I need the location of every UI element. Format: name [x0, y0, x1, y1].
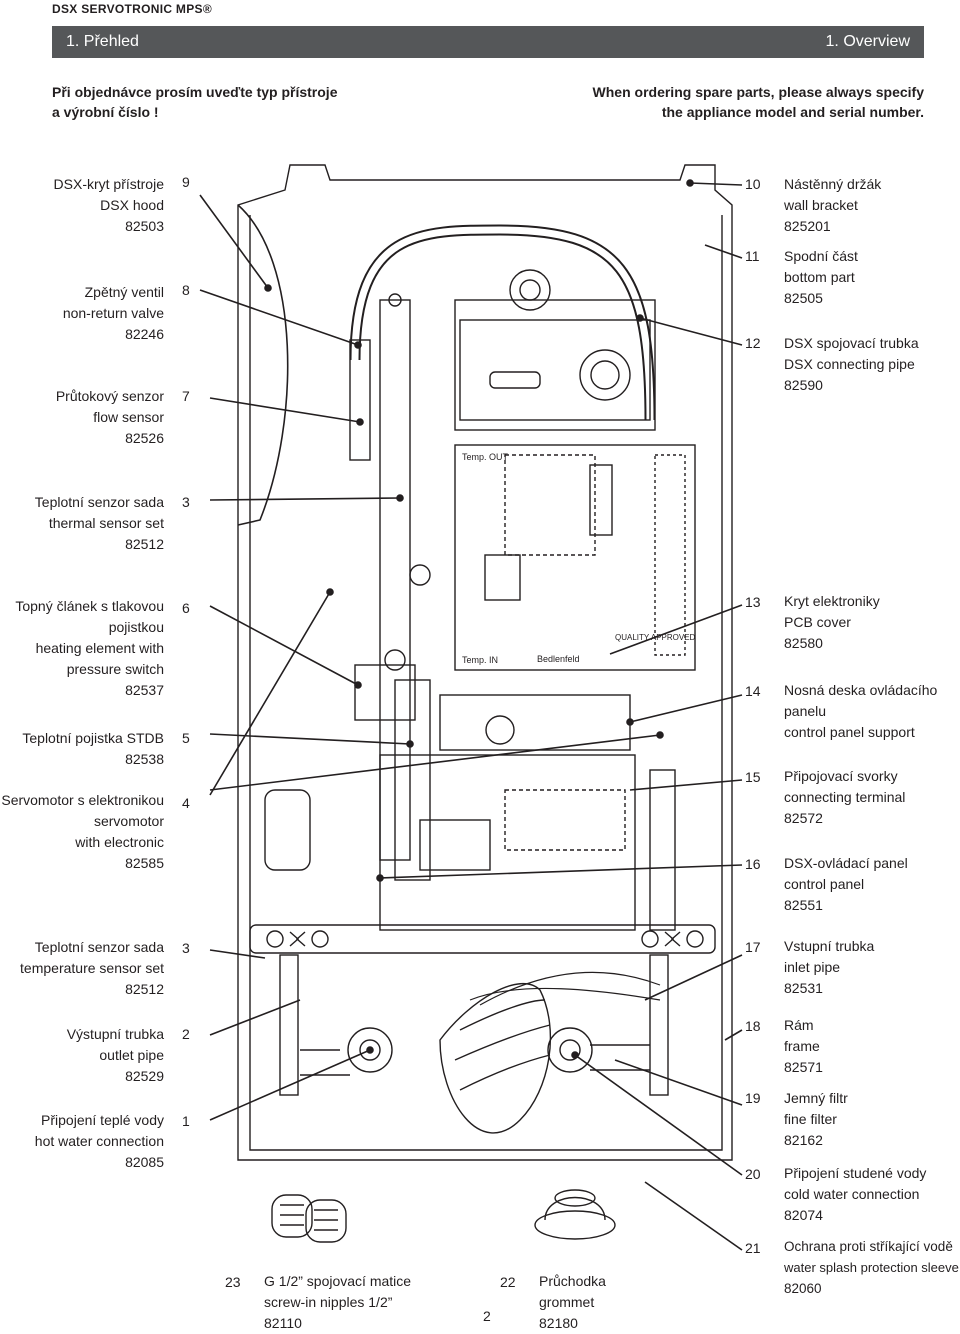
part-number: 1 — [182, 1113, 190, 1129]
part-number: 20 — [745, 1166, 761, 1182]
section-title-cz: 1. Přehled — [66, 33, 139, 50]
svg-text:Temp. OUT: Temp. OUT — [462, 452, 509, 462]
part-number: 19 — [745, 1090, 761, 1106]
part-number: 4 — [182, 795, 190, 811]
section-header-bar: 1. Přehled 1. Overview — [52, 26, 924, 58]
part-number: 8 — [182, 282, 190, 298]
part-number: 14 — [745, 683, 761, 699]
part-number: 5 — [182, 730, 190, 746]
part-number: 3 — [182, 940, 190, 956]
section-title-en: 1. Overview — [825, 33, 910, 50]
part-number: 11 — [745, 248, 760, 264]
page-number: 2 — [483, 1308, 491, 1324]
part-number: 12 — [745, 335, 761, 351]
part-number: 7 — [182, 388, 190, 404]
part-number: 13 — [745, 594, 761, 610]
part-number: 9 — [182, 174, 190, 190]
pcb-text: Temp. OUT Temp. IN QUALITY APPROVED Bedl… — [462, 452, 696, 665]
brand-title: DSX SERVOTRONIC MPS® — [52, 2, 212, 16]
part-number: 18 — [745, 1018, 761, 1034]
order-notice-cz: Při objednávce prosím uveďte typ přístro… — [52, 84, 338, 120]
part-number: 17 — [745, 939, 761, 955]
svg-text:Bedlenfeld: Bedlenfeld — [537, 654, 580, 664]
order-notice-en: When ordering spare parts, please always… — [592, 84, 924, 120]
part-number: 6 — [182, 600, 190, 616]
part-number: 2 — [182, 1026, 190, 1042]
part-number: 21 — [745, 1240, 761, 1256]
svg-text:Temp. IN: Temp. IN — [462, 655, 498, 665]
part-number: 23 — [225, 1274, 241, 1290]
part-number: 10 — [745, 176, 761, 192]
part-number: 16 — [745, 856, 761, 872]
part-number: 3 — [182, 494, 190, 510]
part-number: 22 — [500, 1274, 516, 1290]
part-number: 15 — [745, 769, 761, 785]
